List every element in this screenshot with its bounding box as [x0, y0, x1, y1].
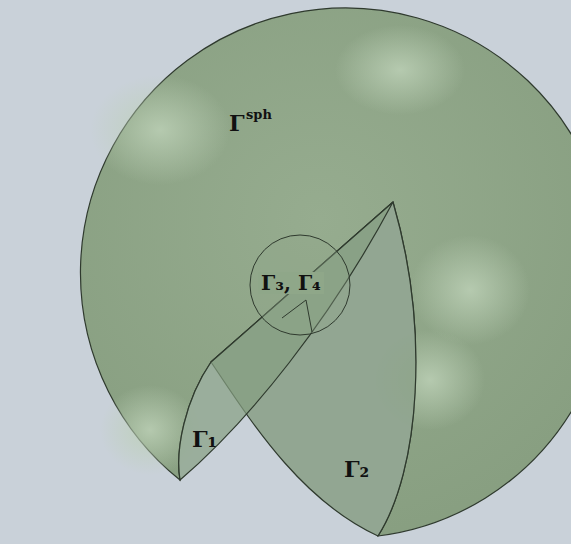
inner-sphere: [250, 235, 350, 335]
surface-label: Γ₁: [192, 428, 217, 450]
superscript: sph: [246, 108, 272, 121]
surface-label: Γ₂: [344, 458, 369, 480]
cut-face: [179, 202, 393, 480]
highlight: [335, 25, 465, 115]
highlight: [410, 235, 530, 345]
highlight: [90, 75, 230, 185]
surface-label: Γ₃, Γ₄: [258, 272, 324, 294]
surface-label: Γ: [229, 112, 245, 134]
sphere-surface: [80, 8, 571, 536]
inner-notch: [282, 300, 312, 332]
